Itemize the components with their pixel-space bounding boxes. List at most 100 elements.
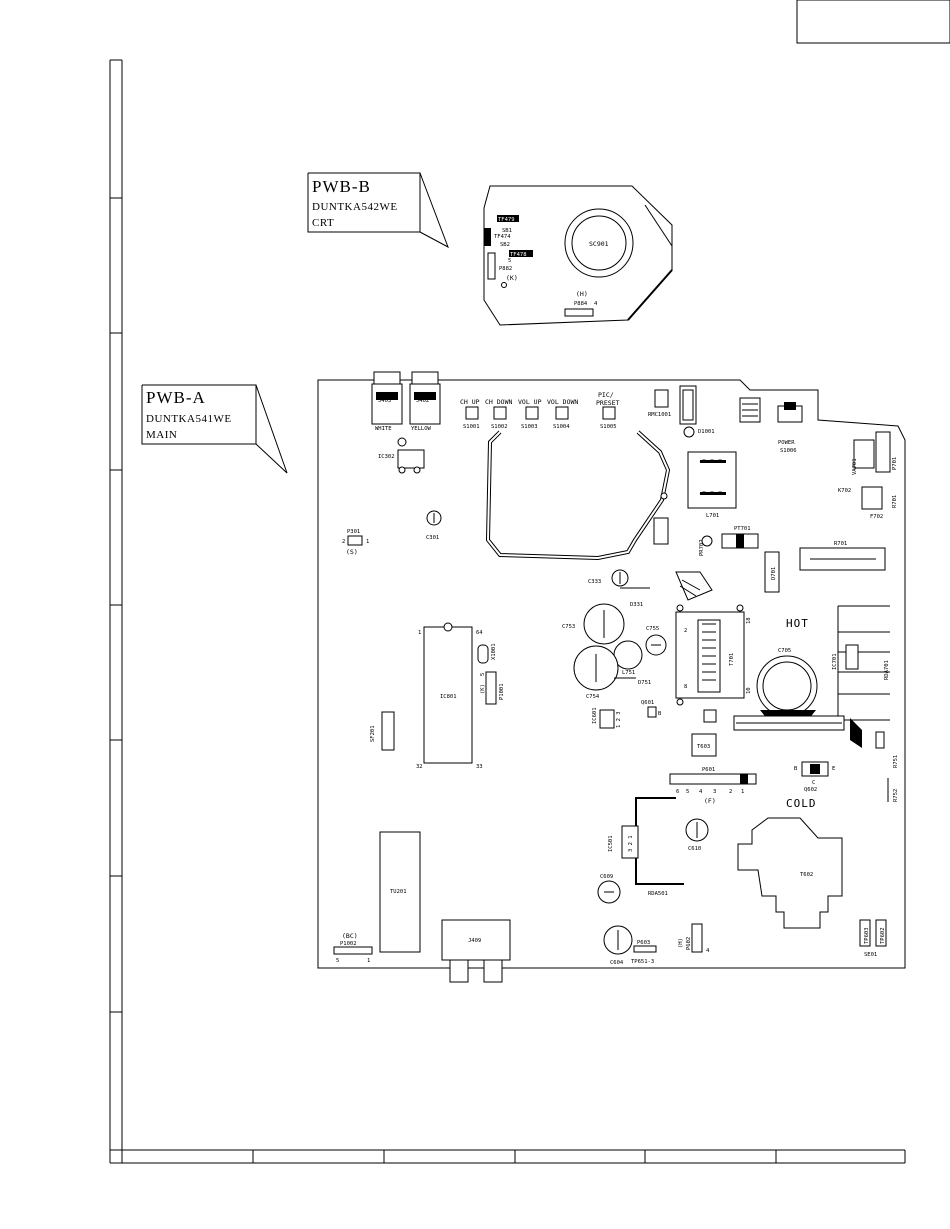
t701-label: T701 bbox=[729, 653, 735, 666]
p1002-label: P1002 bbox=[340, 941, 357, 947]
p602-label: P602 bbox=[686, 937, 692, 950]
crt-socket-label: SC901 bbox=[589, 240, 609, 248]
ic801-label: IC801 bbox=[440, 694, 457, 700]
p301-label: P301 bbox=[347, 529, 360, 535]
r701-label: R701 bbox=[834, 541, 847, 547]
c755-label: C755 bbox=[646, 626, 659, 632]
r701b-label: R701 bbox=[892, 495, 898, 508]
switch-ch-down[interactable]: CH DOWN S1002 bbox=[485, 398, 512, 430]
ic701-label: IC701 bbox=[832, 653, 838, 670]
switch-ref: S1004 bbox=[553, 424, 570, 430]
ic801-pin: 33 bbox=[476, 764, 483, 770]
t603-label: T603 bbox=[697, 744, 710, 750]
q602-pin: C bbox=[812, 780, 815, 786]
f702-label: F702 bbox=[870, 514, 883, 520]
switch-ch-up[interactable]: CH UP S1001 bbox=[460, 398, 480, 430]
p601-pin: 1 bbox=[741, 789, 744, 795]
d331-label: D331 bbox=[630, 602, 643, 608]
sf201-label: SF201 bbox=[370, 725, 376, 742]
crt-label: TF479 bbox=[498, 217, 515, 223]
ic601-label: IC601 bbox=[592, 707, 598, 724]
switch-label: CH UP bbox=[460, 398, 480, 406]
p1002-pin: 5 bbox=[336, 958, 339, 964]
jack-color: WHITE bbox=[375, 426, 392, 432]
pwb-b-unit: CRT bbox=[312, 217, 334, 229]
p1001-group: (K) bbox=[480, 684, 486, 694]
c301-label: C301 bbox=[426, 535, 439, 541]
switch-ref: S1002 bbox=[491, 424, 508, 430]
p1001-label: P1001 bbox=[499, 683, 505, 700]
p301-pin-left: 2 bbox=[342, 539, 345, 545]
c705-label: C705 bbox=[778, 648, 791, 654]
pwb-a-title: PWB-A bbox=[146, 388, 206, 407]
q601-pin: B bbox=[658, 711, 662, 717]
p1002-group: (BC) bbox=[342, 932, 358, 940]
c754-label: C754 bbox=[586, 694, 600, 700]
tp651-label: TP651-3 bbox=[631, 959, 654, 965]
jack-ref: J403 bbox=[378, 398, 391, 404]
switch-ref: S1003 bbox=[521, 424, 538, 430]
tp602-label: TP602 bbox=[880, 927, 886, 944]
switch-label: VOL UP bbox=[518, 398, 542, 406]
pwb-a-part: DUNTKA541WE bbox=[146, 413, 232, 425]
crt-connector: P884 bbox=[574, 301, 588, 307]
p701-label: P701 bbox=[892, 457, 898, 470]
jack-j402[interactable]: J402 YELLOW bbox=[409, 371, 441, 432]
t602-label: T602 bbox=[800, 872, 813, 878]
p1002-pin: 1 bbox=[367, 958, 370, 964]
q602-pin: E bbox=[832, 766, 835, 772]
ic302-label: IC302 bbox=[378, 454, 395, 460]
x1001-label: X1001 bbox=[491, 643, 497, 660]
main-board: J403 WHITE J402 YELLOW CH UP S1001 CH DO… bbox=[317, 371, 906, 983]
crt-p882: P882 bbox=[499, 266, 512, 272]
p601-group: (F) bbox=[704, 797, 716, 805]
p1001-pin: 5 bbox=[480, 673, 486, 676]
p301-pin-right: 1 bbox=[366, 539, 369, 545]
p601-pin: 6 bbox=[676, 789, 679, 795]
ic501-pins: 3 2 1 bbox=[628, 835, 634, 852]
switch-ref: S1001 bbox=[463, 424, 480, 430]
crt-label: SB2 bbox=[500, 242, 510, 248]
p602-group: (H) bbox=[678, 938, 684, 948]
j409-label: J409 bbox=[468, 938, 481, 944]
l701-label: L701 bbox=[706, 513, 719, 519]
q602-label: Q602 bbox=[804, 787, 817, 793]
switch-pic-preset[interactable]: PIC/ PRESET S1005 bbox=[596, 391, 620, 430]
crt-label: TF478 bbox=[510, 252, 527, 258]
pwb-b-title: PWB-B bbox=[312, 177, 371, 196]
p601-pin: 5 bbox=[686, 789, 689, 795]
pwb-b-part: DUNTKA542WE bbox=[312, 201, 398, 213]
page-frame bbox=[109, 0, 950, 1164]
callout-pwb-a: PWB-A DUNTKA541WE MAIN bbox=[141, 384, 288, 474]
r751-label: R751 bbox=[893, 755, 899, 768]
switch-ref: S1005 bbox=[600, 424, 617, 430]
p601-pin: 3 bbox=[713, 789, 716, 795]
l751-label: L751 bbox=[622, 670, 635, 676]
crt-board: SC901 TF479 TF478 TF474 SB2 SB1 P882 5 (… bbox=[483, 185, 673, 326]
power-ref: S1006 bbox=[780, 448, 797, 454]
t701-pin: 8 bbox=[684, 684, 687, 690]
ic801-pin: 1 bbox=[418, 630, 421, 636]
power-switch[interactable]: POWER S1006 bbox=[777, 402, 803, 454]
c610-label: C610 bbox=[688, 846, 701, 852]
pt701-label: PT701 bbox=[734, 526, 751, 532]
k702-label: K702 bbox=[838, 488, 851, 494]
switch-vol-up[interactable]: VOL UP S1003 bbox=[518, 398, 542, 430]
crt-p882-group: (K) bbox=[506, 274, 518, 282]
p602-pin: 4 bbox=[706, 948, 710, 954]
jack-ref: J402 bbox=[416, 398, 429, 404]
tp603-label: TP603 bbox=[864, 927, 870, 944]
r752-label: R752 bbox=[893, 789, 899, 802]
p601-pin: 4 bbox=[699, 789, 703, 795]
led-label: D1001 bbox=[698, 429, 715, 435]
jack-j403[interactable]: J403 WHITE bbox=[371, 371, 403, 432]
switch-vol-down[interactable]: VOL DOWN S1004 bbox=[547, 398, 578, 430]
switch-label: CH DOWN bbox=[485, 398, 512, 406]
t701-pin: 2 bbox=[684, 628, 687, 634]
rmc-label: RMC1001 bbox=[648, 412, 671, 418]
c604-label: C604 bbox=[610, 960, 624, 966]
ic801-pin: 32 bbox=[416, 764, 423, 770]
ic601-pins: 1 2 3 bbox=[616, 711, 622, 728]
callout-pwb-b: PWB-B DUNTKA542WE CRT bbox=[307, 172, 449, 249]
